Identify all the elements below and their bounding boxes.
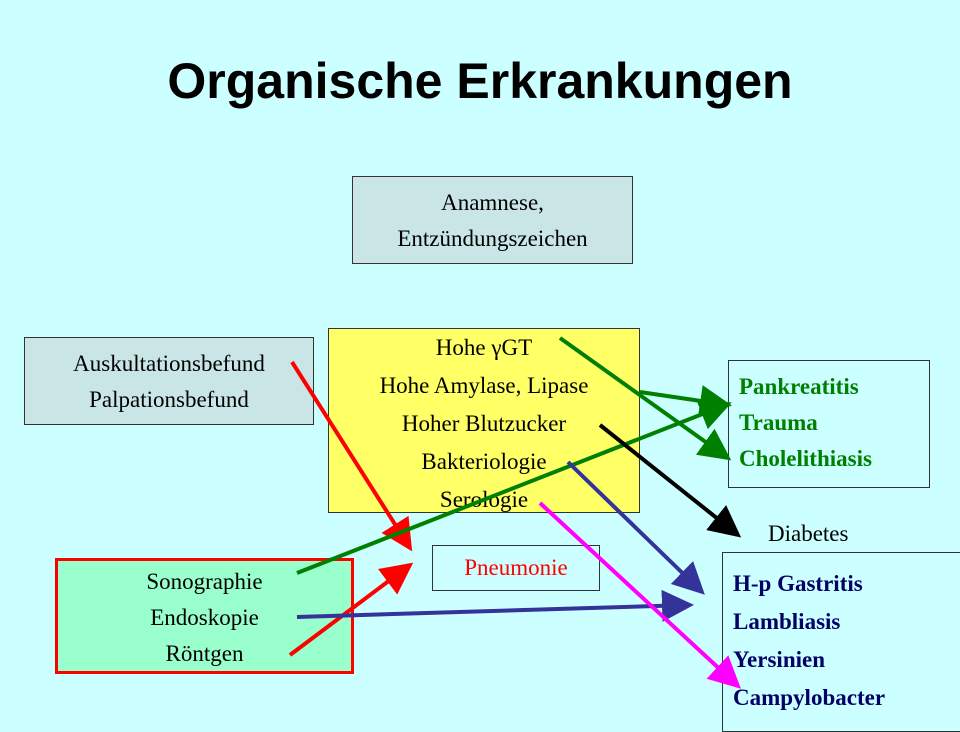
labor-line: Hohe γGT (435, 335, 533, 360)
diabetes-label: Diabetes (768, 521, 849, 546)
arrow-serologie-campylobacter (538, 501, 741, 689)
methoden-line: Sonographie (146, 569, 263, 594)
infektionen-line: Lambliasis (733, 609, 841, 634)
pankreas-line: Trauma (739, 410, 818, 435)
labor-line: Serologie (439, 487, 529, 512)
methoden-box: Sonographie Endoskopie Röntgen (55, 558, 354, 674)
pankreas-line: Pankreatitis (739, 374, 859, 399)
arrow-amylase-pankreatitis (639, 385, 732, 417)
page-title: Organische Erkrankungen (167, 53, 793, 109)
pankreas-box: Pankreatitis Trauma Cholelithiasis (728, 360, 930, 488)
methoden-line: Endoskopie (150, 605, 259, 630)
infektionen-line: H-p Gastritis (733, 571, 863, 596)
pankreas-line: Cholelithiasis (739, 446, 872, 471)
labor-line: Hohe Amylase, Lipase (379, 373, 589, 398)
infektionen-line: Yersinien (733, 647, 825, 672)
anamnese-box: Anamnese, Entzündungszeichen (352, 176, 633, 264)
infektionen-line: Campylobacter (733, 685, 886, 710)
befund-box: Auskultationsbefund Palpationsbefund (24, 337, 314, 425)
methoden-line: Röntgen (165, 641, 244, 666)
labor-box: Hohe γGT Hohe Amylase, Lipase Hoher Blut… (328, 328, 640, 513)
befund-line: Palpationsbefund (89, 387, 249, 412)
labor-line: Hoher Blutzucker (401, 411, 567, 436)
befund-line: Auskultationsbefund (73, 351, 265, 376)
arrow-endoskopie-infektionen (296, 589, 694, 622)
anamnese-line: Entzündungszeichen (397, 226, 588, 251)
labor-line: Bakteriologie (421, 449, 547, 474)
anamnese-line: Anamnese, (441, 190, 544, 215)
infektionen-box: H-p Gastritis Lambliasis Yersinien Campy… (722, 552, 960, 732)
pneumonie-box: Pneumonie (432, 545, 600, 591)
